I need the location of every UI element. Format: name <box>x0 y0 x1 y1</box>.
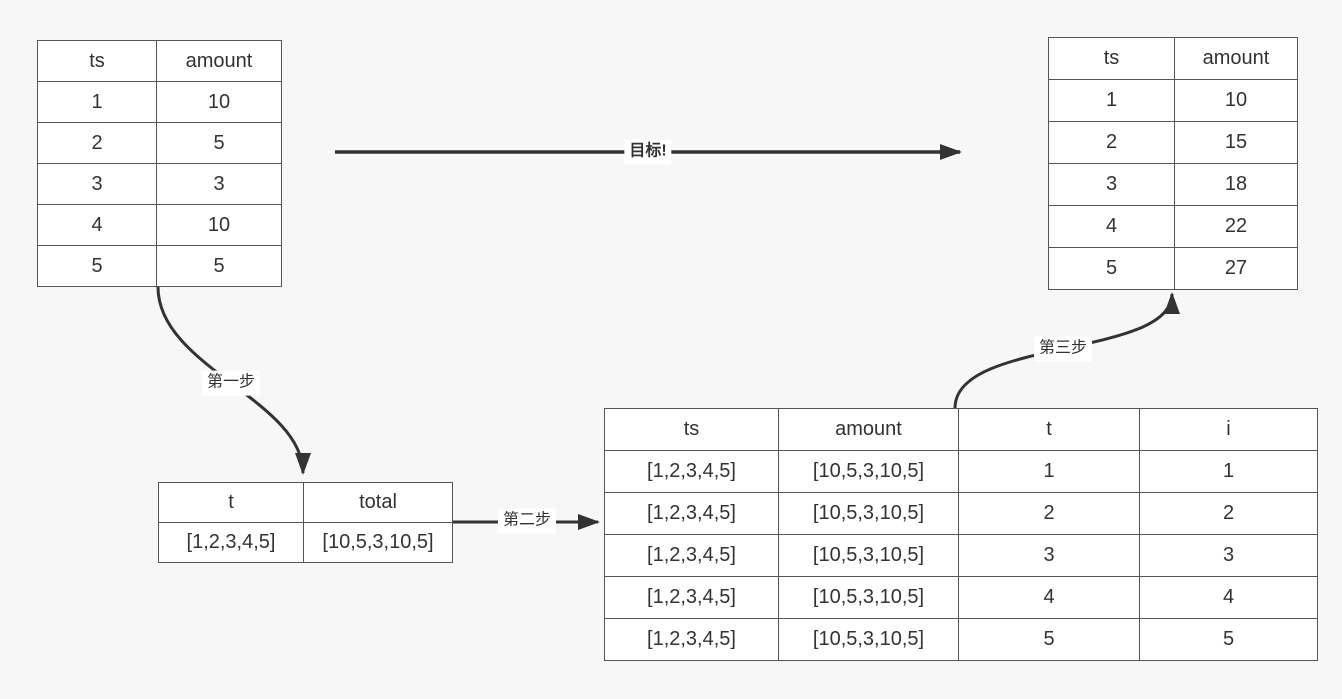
column-header: amount <box>778 408 959 451</box>
table-cell: 15 <box>1174 121 1298 164</box>
table-cell: 3 <box>1048 163 1175 206</box>
table-cell: 5 <box>37 245 157 287</box>
table-cell: [1,2,3,4,5] <box>604 576 779 619</box>
table-cell: 1 <box>958 450 1140 493</box>
table-cell: 18 <box>1174 163 1298 206</box>
table-cell: 10 <box>156 204 282 246</box>
table-cell: 5 <box>156 245 282 287</box>
table-cell: [1,2,3,4,5] <box>604 534 779 577</box>
table-cell: 10 <box>1174 79 1298 122</box>
table-cell: [10,5,3,10,5] <box>778 450 959 493</box>
table-cell: 5 <box>1048 247 1175 290</box>
column-header: total <box>303 482 453 523</box>
table-cell: 4 <box>958 576 1140 619</box>
column-header: i <box>1139 408 1318 451</box>
column-header: ts <box>604 408 779 451</box>
table-cell: [10,5,3,10,5] <box>303 522 453 563</box>
table-cell: [1,2,3,4,5] <box>158 522 304 563</box>
table-cell: 10 <box>156 81 282 123</box>
table-cell: 3 <box>37 163 157 205</box>
table-cell: 4 <box>1048 205 1175 248</box>
table-cell: 3 <box>958 534 1140 577</box>
table-cell: 1 <box>1139 450 1318 493</box>
column-header: ts <box>37 40 157 82</box>
table-cell: [1,2,3,4,5] <box>604 492 779 535</box>
table-cell: 1 <box>37 81 157 123</box>
table-cell: 5 <box>156 122 282 164</box>
table-row: [1,2,3,4,5][10,5,3,10,5] <box>158 522 453 563</box>
step1-label: 第一步 <box>201 370 261 396</box>
table-cell: [10,5,3,10,5] <box>778 576 959 619</box>
table-cell: 2 <box>37 122 157 164</box>
column-header: amount <box>156 40 282 82</box>
table-cell: 5 <box>958 618 1140 661</box>
table-cell: 4 <box>37 204 157 246</box>
table-cell: 3 <box>1139 534 1318 577</box>
column-header: t <box>158 482 304 523</box>
table-cell: 2 <box>958 492 1140 535</box>
table-cell: [1,2,3,4,5] <box>604 450 779 493</box>
table-cell: [10,5,3,10,5] <box>778 534 959 577</box>
column-header: ts <box>1048 37 1175 80</box>
step2-label: 第二步 <box>497 508 557 534</box>
table-cell: 27 <box>1174 247 1298 290</box>
table-cell: 2 <box>1048 121 1175 164</box>
table-cell: 1 <box>1048 79 1175 122</box>
step3-label: 第三步 <box>1033 336 1093 362</box>
column-header: t <box>958 408 1140 451</box>
table-cell: 4 <box>1139 576 1318 619</box>
table-cell: 22 <box>1174 205 1298 248</box>
table-cell: 5 <box>1139 618 1318 661</box>
table-cell: [1,2,3,4,5] <box>604 618 779 661</box>
column-header: amount <box>1174 37 1298 80</box>
table-cell: 3 <box>156 163 282 205</box>
goal-label: 目标! <box>624 139 672 165</box>
table-cell: [10,5,3,10,5] <box>778 618 959 661</box>
table-cell: 2 <box>1139 492 1318 535</box>
table-cell: [10,5,3,10,5] <box>778 492 959 535</box>
